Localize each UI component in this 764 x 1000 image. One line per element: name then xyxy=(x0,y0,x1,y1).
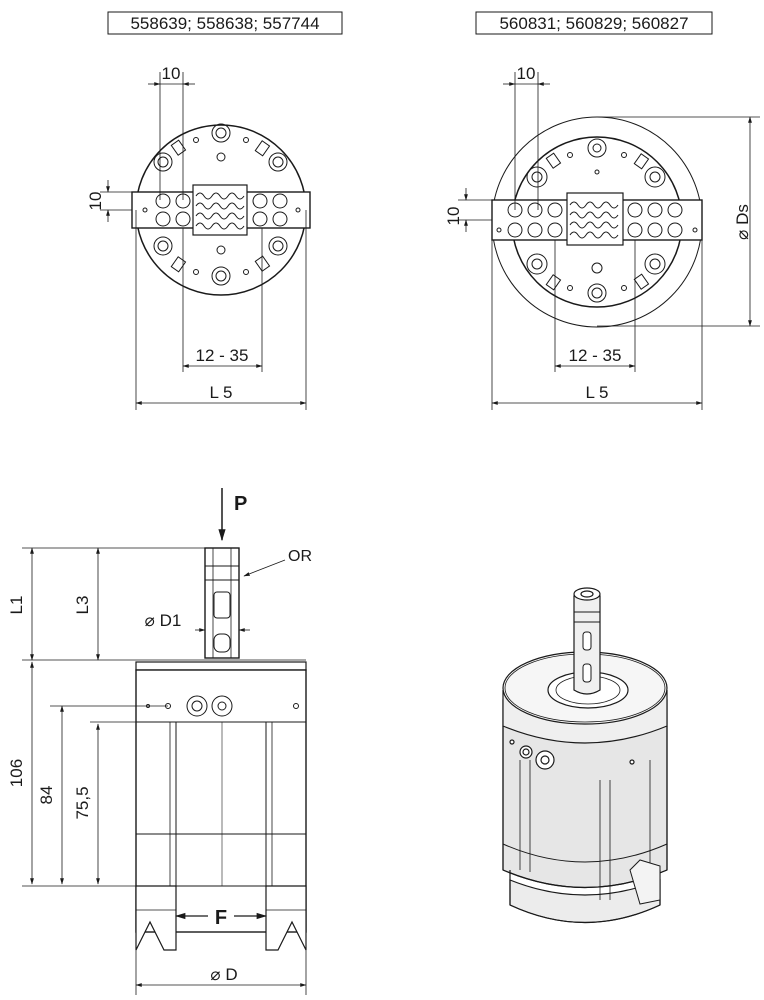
dim-l1: L1 xyxy=(7,596,26,615)
dim-slot-width-left: 10 xyxy=(162,64,181,83)
dim-84: 84 xyxy=(37,786,56,805)
dim-slot-height-left: 10 xyxy=(86,192,105,211)
piston-rod xyxy=(204,547,240,659)
dim-75-5: 75,5 xyxy=(73,786,92,819)
top-right-view xyxy=(458,11,760,410)
dimensions-side xyxy=(22,547,307,995)
jaw-right xyxy=(265,885,307,951)
isometric-view xyxy=(502,587,668,923)
dim-length-left: L 5 xyxy=(209,383,232,402)
dimensions-top-right xyxy=(458,72,760,410)
part-number-box-right xyxy=(475,11,713,35)
dim-length-right: L 5 xyxy=(585,383,608,402)
part-numbers-right: 560831; 560829; 560827 xyxy=(499,14,688,33)
jaw-holes-left xyxy=(142,193,301,227)
dim-106: 106 xyxy=(7,759,26,787)
dim-d1: ⌀ D1 xyxy=(145,611,182,630)
force-f-label: F xyxy=(215,907,227,929)
dim-slot-width-right: 10 xyxy=(517,64,536,83)
dim-jaw-range-right: 12 - 35 xyxy=(569,346,622,365)
spring-housing-right xyxy=(566,192,624,246)
ports-side xyxy=(146,695,299,717)
dim-slot-height-right: 10 xyxy=(444,207,463,226)
or-leader xyxy=(243,559,286,577)
jaw-left xyxy=(135,885,177,951)
dim-l3: L3 xyxy=(73,596,92,615)
dim-diameter-ds: ⌀ Ds xyxy=(733,204,752,240)
dim-jaw-range-left: 12 - 35 xyxy=(196,346,249,365)
dim-d: ⌀ D xyxy=(210,965,237,984)
labels: 558639; 558638; 557744 10 10 12 - 35 L 5… xyxy=(7,14,752,984)
part-number-box-left xyxy=(107,11,343,35)
o-ring-label: OR xyxy=(288,548,312,565)
top-left-view xyxy=(100,11,343,410)
dimensions-top-left xyxy=(100,72,307,410)
mount-holes-right xyxy=(526,138,666,303)
jaw-holes-right xyxy=(496,202,698,238)
mount-holes-left xyxy=(153,123,288,286)
spring-housing-left xyxy=(192,184,248,236)
force-p-label: P xyxy=(234,493,247,515)
side-view xyxy=(22,488,307,995)
part-numbers-left: 558639; 558638; 557744 xyxy=(130,14,319,33)
